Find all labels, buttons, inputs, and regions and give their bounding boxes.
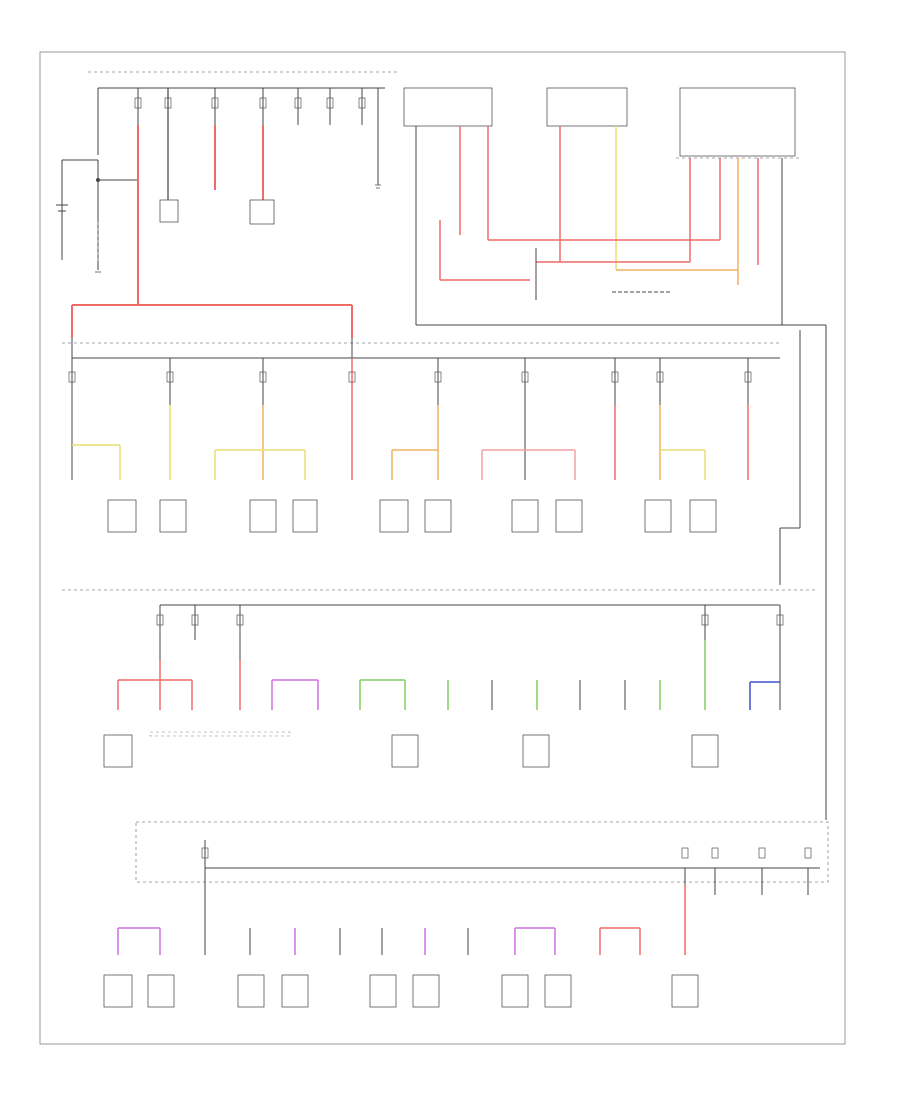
ground-symbols <box>95 184 381 273</box>
bottom-dashed-box <box>135 821 829 883</box>
diagram-border <box>39 51 846 1045</box>
relay-block <box>403 87 800 326</box>
middle-branches <box>68 358 752 533</box>
lower-branches <box>103 605 784 768</box>
bottom-branches <box>103 847 812 1008</box>
top-branch-group <box>134 88 379 225</box>
battery-circuit <box>56 159 138 270</box>
